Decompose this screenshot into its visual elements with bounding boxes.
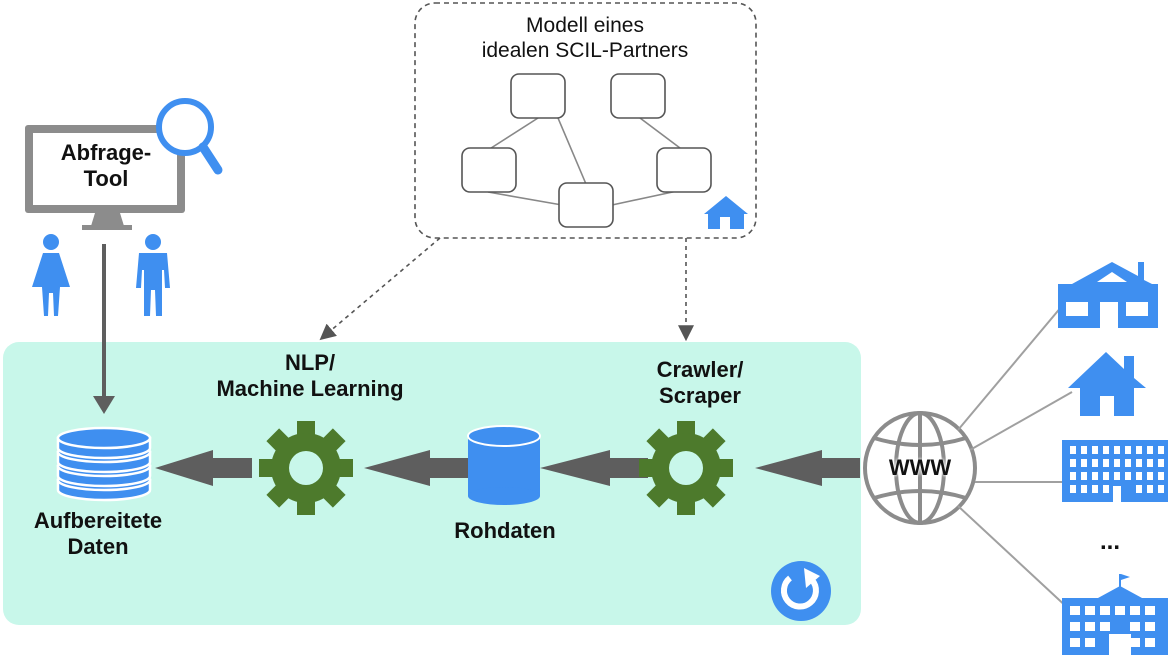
source-connections [957,305,1073,611]
school-icon [1058,262,1158,328]
arrow-nlp-to-db [155,450,252,486]
arrow-raw-to-nlp [364,450,470,486]
pipeline-panel [3,342,861,625]
www-label: WWW [870,455,970,481]
pipeline-arrows [155,450,860,486]
arrow-crawler-to-raw [540,450,648,486]
university-icon [1062,574,1168,655]
query-tool-line1: Abfrage- [60,140,152,165]
raw-data-text: Rohdaten [454,518,556,543]
crawler-gear-icon [639,421,733,515]
www-text: WWW [888,455,952,480]
monitor-icon [25,125,185,230]
model-title-line1: Modell eines [526,14,644,37]
sources-ellipsis: ... [1090,528,1130,556]
globe-icon [863,411,977,525]
model-to-nlp-arrow [319,237,441,341]
query-tool-line2: Tool [83,165,129,191]
model-house-icon [704,196,748,229]
model-box-title: Modell eines idealen SCIL-Partners [425,14,745,64]
raw-database-icon [467,425,541,505]
processed-data-line2: Daten [67,533,129,559]
crawler-line2: Scraper [659,382,741,408]
query-arrow-head [93,396,115,414]
crawler-label: Crawler/ Scraper [600,357,800,409]
arrow-www-to-crawler [755,450,860,486]
crawler-line1: Crawler/ [656,357,744,382]
refresh-icon [771,561,831,621]
processed-data-label: Aufbereitete Daten [0,508,196,560]
ellipsis-text: ... [1099,528,1120,555]
woman-icon [32,234,70,316]
office-building-icon [1062,440,1168,502]
nlp-line1: NLP/ [284,350,336,375]
processed-database-icon [56,426,152,502]
man-icon [136,234,170,316]
processed-data-line1: Aufbereitete [33,508,163,533]
nlp-gear-icon [259,421,353,515]
model-network [461,73,712,228]
nlp-label: NLP/ Machine Learning [160,350,460,402]
magnifier-icon [156,98,223,175]
nlp-line2: Machine Learning [216,375,404,401]
model-title-line2: idealen SCIL-Partners [481,38,689,62]
query-tool-label: Abfrage- Tool [36,140,176,192]
house-icon [1068,352,1146,416]
raw-data-label: Rohdaten [420,518,590,544]
